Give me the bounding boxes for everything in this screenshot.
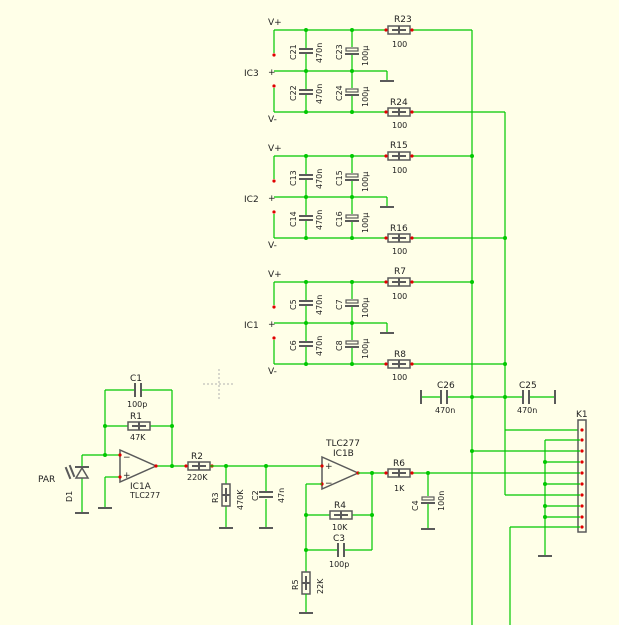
c1-value: 100p [127,400,147,409]
c5-value: 470n [315,295,324,315]
ic1a-label: IC1A [130,482,152,492]
c14-label: C14 [289,211,298,227]
vplus-label-ic3: V+ [268,18,282,28]
r2-label: R2 [191,452,203,462]
vplus-label-ic1: V+ [268,270,282,280]
r24-value: 100 [392,121,407,130]
r5-label: R5 [291,579,300,590]
c2-value: 47n [277,488,286,503]
d1-label: D1 [65,491,74,502]
c23-label: C23 [335,44,344,60]
filter-stage: R2 220K R3 470K C2 47n [184,452,322,529]
r4-label: R4 [334,501,346,511]
c15-value: 100µ [361,172,370,192]
c5-label: C5 [289,299,298,310]
r4-value: 10K [332,523,348,532]
k1-label: K1 [576,410,588,420]
ic1-label: IC1 [244,321,259,331]
r16-label: R16 [390,224,408,234]
plus-label-ic3: + [268,68,276,78]
vminus-label-ic3: V- [268,115,277,125]
r7-value: 100 [392,292,407,301]
r1-label: R1 [130,412,142,422]
ic1a-minus: − [123,453,131,463]
r6-value: 1K [394,484,405,493]
power-block-labels: V+ V- + IC3 R23 100 R24 100 C21 470n C22… [244,15,412,382]
input-stage: C1 100p R1 47K − + IC1A TLC277 PAR D1 [38,374,188,514]
ic1a-value: TLC277 [129,491,160,500]
c2-label: C2 [251,490,260,501]
decoupling-caps: C26 470n C25 470n [420,381,556,415]
ic1a-plus: + [123,471,131,481]
c24-value: 100µ [361,87,370,107]
r6-label: R6 [393,459,405,469]
plus-label-ic1: + [268,320,276,330]
c3-value: 100p [329,560,349,569]
r8-value: 100 [392,373,407,382]
vminus-label-ic2: V- [268,241,277,251]
plus-label-ic2: + [268,194,276,204]
c24-label: C24 [335,85,344,101]
r23-label: R23 [394,15,412,25]
cursor-crosshair [203,369,235,400]
c26-label: C26 [437,381,455,391]
c14-value: 470n [315,210,324,230]
r24-label: R24 [390,98,408,108]
c6-label: C6 [289,340,298,351]
c25-label: C25 [519,381,537,391]
c8-label: C8 [335,340,344,351]
c13-label: C13 [289,170,298,186]
c13-value: 470n [315,169,324,189]
connector-k1: K1 [410,410,588,625]
power-block-ic2 [271,151,506,243]
vplus-label-ic2: V+ [268,144,282,154]
r3-label: R3 [211,492,220,503]
power-block-ic3 [271,25,506,117]
c4-label: C4 [411,500,420,511]
r3-value: 470K [236,489,245,510]
c8-value: 100µ [361,339,370,359]
vminus-label-ic1: V- [268,367,277,377]
r5-value: 22K [316,578,325,594]
c26-value: 470n [435,406,455,415]
c22-value: 470n [315,84,324,104]
par-label: PAR [38,475,55,485]
ic2-label: IC2 [244,195,259,205]
r23-value: 100 [392,40,407,49]
r1-value: 47K [130,433,146,442]
c4-value: 100n [437,491,446,511]
supply-buses [470,30,580,625]
c16-label: C16 [335,211,344,227]
c7-value: 100µ [361,298,370,318]
c6-value: 470n [315,336,324,356]
power-block-ic1 [271,277,506,369]
ic3-label: IC3 [244,69,259,79]
r8-label: R8 [394,350,406,360]
c16-value: 100µ [361,213,370,233]
c3-label: C3 [333,534,345,544]
c15-label: C15 [335,170,344,186]
output-stage: + − TLC277 IC1B R4 10K C3 100p R5 22K [291,439,446,614]
ic1b-plus: + [325,462,333,472]
c21-value: 470n [315,43,324,63]
c21-label: C21 [289,44,298,60]
r15-value: 100 [392,166,407,175]
r7-label: R7 [394,267,406,277]
c22-label: C22 [289,85,298,101]
r16-value: 100 [392,247,407,256]
r15-label: R15 [390,141,408,151]
c1-label: C1 [130,374,142,384]
ic1b-value: TLC277 [325,439,360,449]
ic1b-minus: − [325,479,333,489]
c25-value: 470n [517,406,537,415]
c7-label: C7 [335,299,344,310]
ic1b-label: IC1B [333,449,354,459]
c23-value: 100µ [361,46,370,66]
r2-value: 220K [187,473,208,482]
